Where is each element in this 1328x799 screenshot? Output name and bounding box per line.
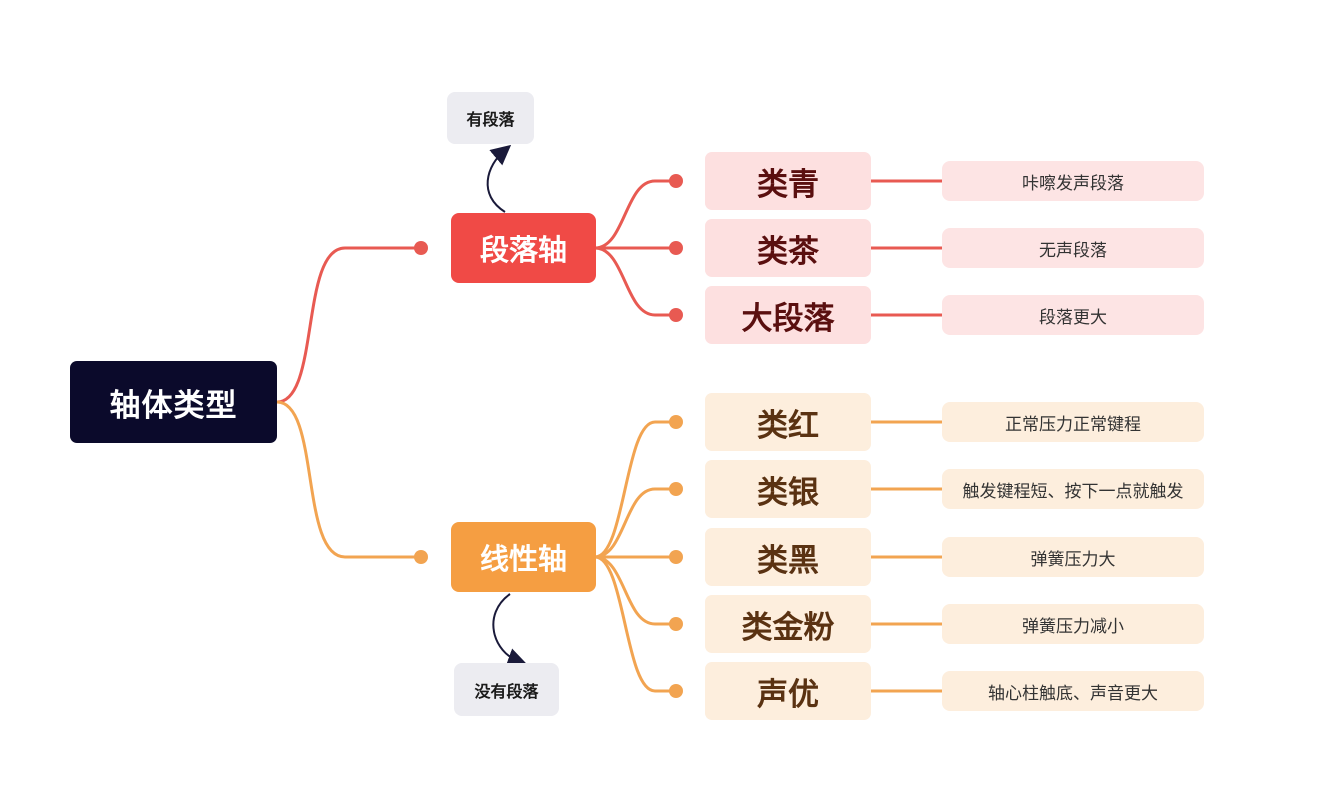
connector-dot [414,241,428,255]
leaf-description: 触发键程短、按下一点就触发 [942,469,1204,509]
note-no-paragraph: 没有段落 [454,663,559,716]
note-has-paragraph: 有段落 [447,92,534,144]
leaf-node: 类茶 [705,219,871,277]
leaf-node: 类青 [705,152,871,210]
leaf-description: 段落更大 [942,295,1204,335]
leaf-node: 类红 [705,393,871,451]
paragraph-branch-connectors [594,179,942,317]
leaf-description: 弹簧压力大 [942,537,1204,577]
linear-branch-connectors [594,420,942,693]
arrow-to-note-has-paragraph [486,144,512,213]
leaf-node: 类银 [705,460,871,518]
branch-paragraph-switch: 段落轴 [451,213,596,283]
arrow-to-note-no-paragraph [492,593,528,668]
connector-root-linear [276,400,421,559]
leaf-description: 无声段落 [942,228,1204,268]
leaf-node: 声优 [705,662,871,720]
connector-dot [414,550,428,564]
leaf-node: 类金粉 [705,595,871,653]
connector-root-paragraph [276,246,421,404]
root-node: 轴体类型 [70,361,277,443]
paragraph-branch-dots [669,174,683,322]
leaf-description: 弹簧压力减小 [942,604,1204,644]
leaf-node: 大段落 [705,286,871,344]
branch-linear-switch: 线性轴 [451,522,596,592]
leaf-description: 正常压力正常键程 [942,402,1204,442]
leaf-description: 咔嚓发声段落 [942,161,1204,201]
leaf-description: 轴心柱触底、声音更大 [942,671,1204,711]
leaf-node: 类黑 [705,528,871,586]
linear-branch-dots [669,415,683,698]
